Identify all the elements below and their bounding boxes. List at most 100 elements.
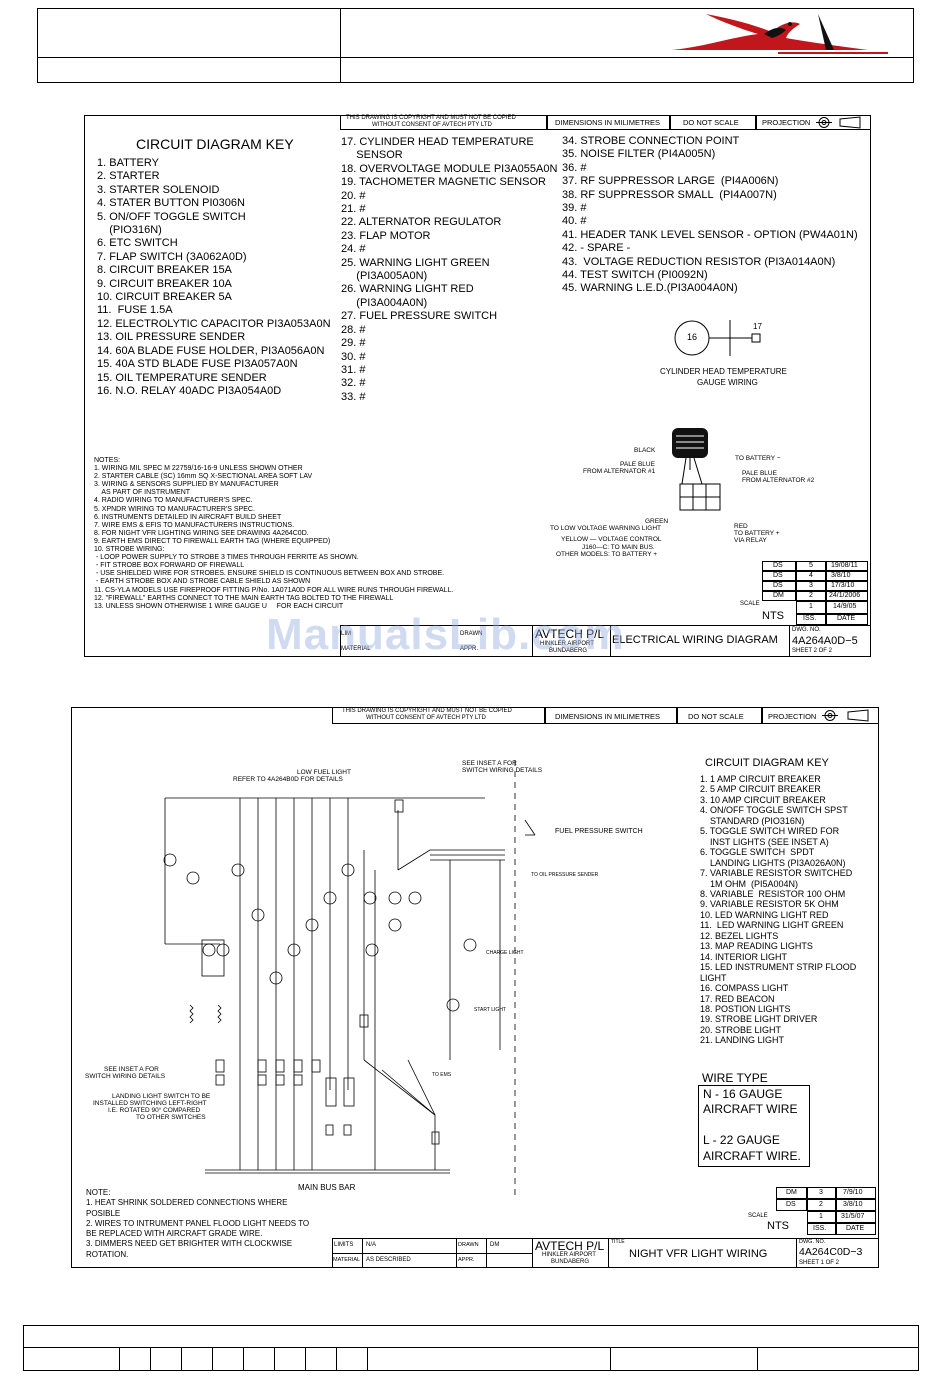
low-fuel-label-1: LOW FUEL LIGHT — [297, 769, 351, 776]
to-ems-label: TO EMS — [432, 1072, 452, 1078]
sheet1-tb-drawn: DRAWN — [460, 631, 483, 637]
sheet2-dimensions: DIMENSIONS IN MILIMETRES — [555, 712, 661, 721]
sheet1-copyright-2: WITHOUT CONSENT OF AVTECH PTY LTD — [372, 122, 492, 128]
footer-col — [181, 1347, 182, 1371]
sheet1-copyright-1: THIS DRAWING IS COPYRIGHT AND MUST NOT B… — [346, 115, 516, 121]
header-divider-h — [37, 57, 914, 58]
footer-col — [212, 1347, 213, 1371]
footer-col — [757, 1347, 758, 1371]
footer-col — [274, 1347, 275, 1371]
sheet1-rev-by: DS — [773, 572, 783, 579]
sheet2-copyright-cell — [332, 707, 545, 724]
sheet1-key-col2: 17. CYLINDER HEAD TEMPERATURE SENSOR 18.… — [341, 136, 558, 403]
sheet2-rev-row: DS — [776, 1199, 807, 1211]
sheet2-sheet: SHEET 1 OF 2 — [799, 1260, 839, 1266]
landing-note-1: LANDING LIGHT SWITCH TO BE — [112, 1093, 211, 1100]
sheet2-company: AVTECH P/L — [535, 1239, 605, 1253]
sheet1-scale-label: SCALE — [740, 601, 760, 607]
sheet1-rev-by: DS — [773, 582, 783, 589]
sheet1-tb-line-v3 — [610, 625, 611, 657]
reg-yellow-b: J160—C: TO MAIN BUS. — [582, 544, 655, 551]
sheet2-tb-v3 — [456, 1238, 457, 1268]
sheet1-rev-row: 2 — [796, 591, 826, 601]
sheet2-rev-date: 7/9/10 — [843, 1189, 863, 1196]
sheet1-rev-row: DS — [762, 571, 796, 581]
sheet1-projection: PROJECTION — [762, 118, 811, 127]
sheet2-tb-line — [332, 1238, 879, 1239]
sheet1-do-not-scale: DO NOT SCALE — [683, 118, 739, 127]
sheet1-copyright-cell — [340, 115, 547, 130]
reg-yellow-a: YELLOW — VOLTAGE CONTROL — [561, 536, 662, 543]
sheet1-rev-date: 14/9/05 — [833, 603, 857, 610]
reg-to-battery-minus: TO BATTERY − — [735, 455, 781, 462]
sheet1-rev-row: 24/1/2006 — [826, 591, 868, 601]
sheet2-rev-iss: 3 — [819, 1189, 823, 1196]
sheet2-date-label: DATE — [846, 1225, 865, 1232]
sheet2-projection-symbol-icon — [822, 709, 874, 727]
footer-col — [150, 1347, 151, 1371]
sheet1-rev-row: DS — [762, 581, 796, 591]
reg-pale-blue-1a: PALE BLUE — [620, 461, 655, 468]
sheet1-rev-row: DS — [762, 561, 796, 571]
sheet1-rev-row: 4 — [796, 571, 826, 581]
sheet1-projection-cell — [756, 115, 871, 130]
footer-col — [610, 1347, 611, 1371]
sheet1-projection-symbol-icon — [816, 116, 866, 134]
main-bus-bar-label: MAIN BUS BAR — [298, 1183, 356, 1192]
sheet2-limits-label: LIMITS — [334, 1242, 354, 1248]
sheet1-address-2: BUNDABERG — [549, 648, 588, 654]
watermark: ManualsLib.com — [266, 610, 625, 659]
cht-num-17: 17 — [753, 322, 762, 331]
sheet2-tb-v6 — [608, 1238, 609, 1268]
reg-red-a: RED — [734, 523, 748, 530]
sheet1-company: AVTECH P/L — [535, 627, 605, 641]
sheet2-drawn-label: DRAWN — [458, 1242, 479, 1248]
sheet2-rev-row: 3/8/10 — [836, 1199, 876, 1211]
sheet2-tb-v1 — [332, 1238, 333, 1268]
sheet1-key-col1: 1. BATTERY 2. STARTER 3. STARTER SOLENOI… — [97, 157, 331, 397]
sheet2-address-2: BUNDABERG — [551, 1259, 590, 1265]
reg-yellow-c: OTHER MODELS: TO BATTERY + — [556, 551, 658, 558]
sheet1-tb-material: MATERIAL — [341, 646, 371, 652]
sheet1-dimensions-cell — [547, 115, 670, 130]
sheet2-rev-iss: 2 — [819, 1201, 823, 1208]
sheet1-rev-iss: 2 — [809, 592, 813, 599]
footer-col — [243, 1347, 244, 1371]
sheet1-tb-line — [340, 625, 871, 626]
sheet1-rev-date: 24/1/2006 — [829, 592, 861, 599]
sheet2-scale-label: SCALE — [748, 1213, 768, 1219]
sheet2-projection: PROJECTION — [768, 712, 817, 721]
sheet2-material-value: AS DESCRIBED — [366, 1257, 411, 1263]
sheet2-copyright-2: WITHOUT CONSENT OF AVTECH PTY LTD — [366, 715, 486, 721]
reg-red-c: VIA RELAY — [734, 537, 767, 544]
sheet2-copyright-1: THIS DRAWING IS COPYRIGHT AND MUST NOT B… — [342, 708, 512, 714]
sheet2-rev-row: 2 — [807, 1199, 836, 1211]
sheet1-date-label: DATE — [837, 615, 856, 622]
sheet1-rev-iss: 4 — [809, 572, 813, 579]
footer-col — [305, 1347, 306, 1371]
header-divider-v — [340, 8, 341, 83]
sheet1-dns-cell — [670, 115, 756, 130]
wire-type-box — [698, 1085, 810, 1167]
sheet1-rev-date: 3/8/10 — [831, 572, 851, 579]
sheet2-key-title: CIRCUIT DIAGRAM KEY — [705, 757, 829, 769]
sheet2-rev-row: 7/9/10 — [836, 1187, 876, 1199]
sheet1-tb-appr: APPR. — [460, 646, 479, 652]
sheet2-dns-cell — [677, 707, 762, 724]
sheet2-tb-v2 — [362, 1238, 363, 1268]
reg-red-b: TO BATTERY + — [734, 530, 780, 537]
sheet2-projection-cell — [762, 707, 879, 724]
sheet2-rev-row: DM — [776, 1187, 807, 1199]
sheet1-notes: NOTES: 1. WIRING MIL SPEC M 22759/16-16-… — [94, 457, 454, 610]
sheet1-iss-cell: ISS. — [796, 614, 826, 625]
sheet2-iss-label: ISS. — [813, 1225, 827, 1232]
sheet2-title: NIGHT VFR LIGHT WIRING — [629, 1248, 768, 1260]
sheet2-rev-row: 31/5/07 — [836, 1211, 876, 1223]
sheet1-iss-label: ISS. — [803, 615, 817, 622]
footer-col — [336, 1347, 337, 1371]
sheet1-rev-date: 19/08/11 — [831, 562, 858, 569]
sheet2-address-1: HINKLER AIRPORT — [542, 1252, 596, 1258]
sheet2-key-list: 1. 1 AMP CIRCUIT BREAKER 2. 5 AMP CIRCUI… — [700, 774, 857, 1046]
sheet1-rev-iss: 5 — [809, 562, 813, 569]
sheet1-key-col3: 34. STROBE CONNECTION POINT 35. NOISE FI… — [562, 135, 858, 295]
